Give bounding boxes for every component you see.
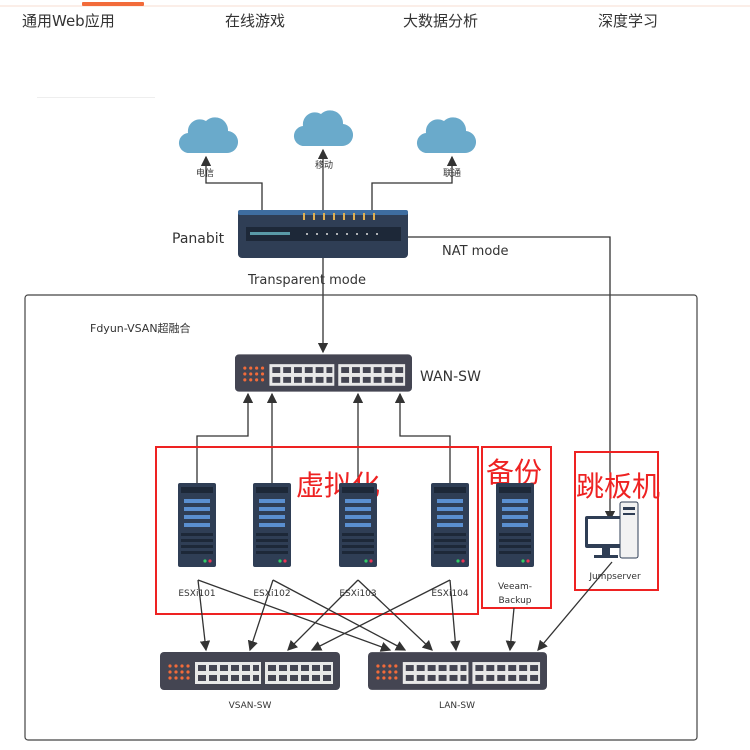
vsan-switch-icon: [160, 652, 340, 690]
transparent-mode-label: Transparent mode: [247, 273, 366, 288]
wan-switch-icon: [235, 354, 412, 392]
router-icon: [238, 210, 408, 258]
active-tab-indicator: [82, 2, 144, 6]
server-label: ESXi103: [339, 589, 376, 599]
backup-server-icon: [496, 483, 534, 567]
cloud-icon-mobile: [293, 110, 353, 147]
cloud-label-telecom: 电信: [196, 167, 214, 179]
cluster-frame: [24, 294, 698, 741]
tab-web-app[interactable]: 通用Web应用: [22, 12, 115, 30]
tab-big-data[interactable]: 大数据分析: [403, 12, 479, 30]
server-label: ESXi102: [253, 589, 290, 599]
nat-mode-label: NAT mode: [442, 244, 509, 259]
server-label: ESXi101: [178, 589, 215, 599]
tab-deep-learning[interactable]: 深度学习: [598, 12, 659, 30]
divider: [37, 97, 155, 98]
backup-server-label-line1: Veeam-: [498, 582, 532, 592]
server-icon: [178, 483, 216, 567]
server-icon: [431, 483, 469, 567]
tab-online-game[interactable]: 在线游戏: [225, 12, 286, 30]
wan-switch-label: WAN-SW: [420, 369, 481, 385]
tab-bar-line: [0, 5, 750, 7]
jump-group: [574, 451, 659, 591]
desktop-computer-icon: [585, 501, 639, 559]
uplinks: [200, 148, 616, 522]
cloud-icon-unicom: [416, 117, 476, 154]
virtualization-group: [155, 446, 479, 615]
backup-server-label-line2: Backup: [499, 596, 532, 606]
cloud-icon-telecom: [178, 117, 238, 154]
server-icon: [339, 483, 377, 567]
router-label: Panabit: [172, 231, 225, 247]
jump-title: 跳板机: [576, 470, 660, 503]
downlinks: [197, 561, 613, 652]
server-label: ESXi104: [431, 589, 469, 599]
jumpserver-label: Jumpserver: [588, 572, 641, 582]
wan-links: [196, 392, 451, 483]
lan-switch-icon: [368, 652, 547, 690]
server-icon: [253, 483, 291, 567]
cluster-label: Fdyun-VSAN超融合: [90, 321, 191, 335]
lan-switch-label: LAN-SW: [439, 701, 475, 711]
backup-group: [481, 446, 552, 609]
cloud-label-mobile: 移动: [315, 159, 333, 171]
vsan-switch-label: VSAN-SW: [229, 701, 272, 711]
